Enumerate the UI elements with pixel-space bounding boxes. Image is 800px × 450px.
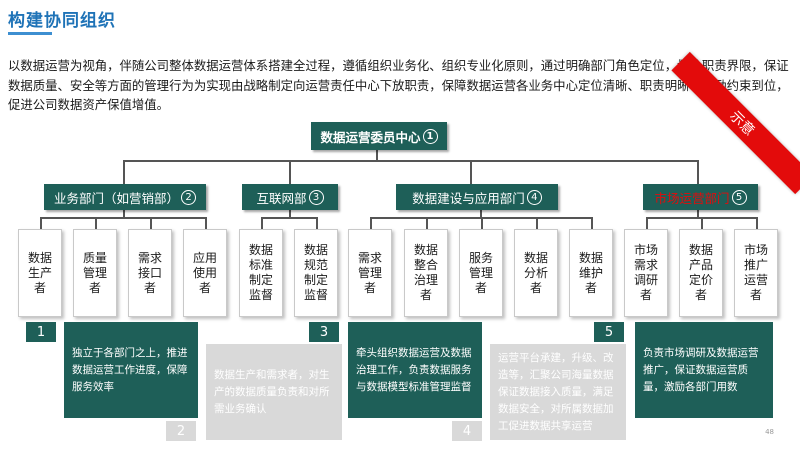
role-box: 数据生产者 [18, 229, 62, 317]
page-title: 构建协同组织 [8, 11, 116, 31]
desc-box: 独立于各部门之上，推进数据运营工作进度，保障服务效率 [64, 322, 198, 418]
dept-number: 3 [308, 189, 324, 205]
role-box: 需求接口者 [128, 229, 172, 317]
desc-box: 运营平台承建，升级、改造等，汇聚公司海量数据保证数据接入质量，满足数据安全，对所… [490, 344, 626, 440]
desc-number: 3 [309, 322, 339, 342]
committee-number: 1 [422, 128, 438, 144]
role-box: 数据规范制定监督 [294, 229, 338, 317]
dept-data-construction: 数据建设与应用部门 4 [396, 184, 558, 210]
role-stub [756, 217, 758, 229]
connector-dept1-down [123, 210, 125, 218]
role-box: 市场推广运营者 [734, 229, 778, 317]
connector-drop-2 [289, 160, 291, 184]
connector-drop-1 [123, 160, 125, 184]
role-box: 数据维护者 [569, 229, 613, 317]
role-stub [261, 217, 263, 229]
role-box: 数据产品定价者 [679, 229, 723, 317]
connector-bar-dept1 [40, 217, 206, 219]
connector-dept2-down [289, 210, 291, 218]
role-stub [536, 217, 538, 229]
connector-drop-3 [470, 160, 472, 184]
role-box: 数据分析者 [514, 229, 558, 317]
role-stub [646, 217, 648, 229]
desc-box: 数据生产和需求者，对生产的数据质量负责和对所需业务确认 [206, 344, 342, 440]
role-box: 应用使用者 [183, 229, 227, 317]
role-box: 服务管理者 [459, 229, 503, 317]
committee-box: 数据运营委员中心 1 [311, 122, 447, 150]
role-box: 市场需求调研者 [624, 229, 668, 317]
desc-number: 4 [452, 421, 482, 441]
dept-number: 4 [526, 189, 542, 205]
desc-number: 1 [26, 322, 56, 342]
title-underline [8, 32, 52, 35]
dept-number: 2 [181, 189, 196, 205]
dept-label: 数据建设与应用部门 [412, 190, 525, 206]
connector-bar-dept2 [261, 217, 317, 219]
connector-drop-4 [697, 160, 699, 184]
connector-dept4-down [697, 210, 699, 218]
connector-top-bar [123, 160, 697, 162]
intro-paragraph: 以数据运营为视角，伴随公司整体数据运营体系搭建全过程，遵循组织业务化、组织专业化… [8, 58, 789, 112]
dept-number: 5 [731, 189, 747, 205]
role-stub [316, 217, 318, 229]
role-stub [481, 217, 483, 229]
dept-label: 市场运营部门 [654, 190, 730, 206]
role-stub [95, 217, 97, 229]
desc-number: 2 [166, 421, 196, 441]
role-stub [701, 217, 703, 229]
role-box: 数据标准制定监督 [239, 229, 283, 317]
desc-box: 牵头组织数据运营及数据治理工作，负责数据服务与数据模型标准管理监督 [348, 322, 482, 418]
role-box: 质量管理者 [73, 229, 117, 317]
dept-business: 业务部门（如营销部） 2 [44, 184, 206, 210]
dept-market-ops: 市场运营部门 5 [643, 184, 758, 210]
role-stub [205, 217, 207, 229]
connector-dept3-down [480, 210, 482, 218]
role-stub [370, 217, 372, 229]
role-box: 数据整合治理者 [404, 229, 448, 317]
role-stub [426, 217, 428, 229]
dept-label: 业务部门（如营销部） [53, 190, 179, 206]
connector-trunk [376, 150, 378, 161]
dept-internet: 互联网部 3 [242, 184, 338, 210]
desc-box: 负责市场调研及数据运营推广，保证数据运营质量，激励各部门用数 [635, 322, 773, 418]
dept-label: 互联网部 [256, 190, 307, 206]
role-stub [591, 217, 593, 229]
desc-number: 5 [594, 322, 624, 342]
page-number: 48 [765, 428, 774, 436]
role-stub [40, 217, 42, 229]
role-stub [150, 217, 152, 229]
committee-label: 数据运营委员中心 [320, 129, 421, 145]
role-box: 需求管理者 [348, 229, 392, 317]
